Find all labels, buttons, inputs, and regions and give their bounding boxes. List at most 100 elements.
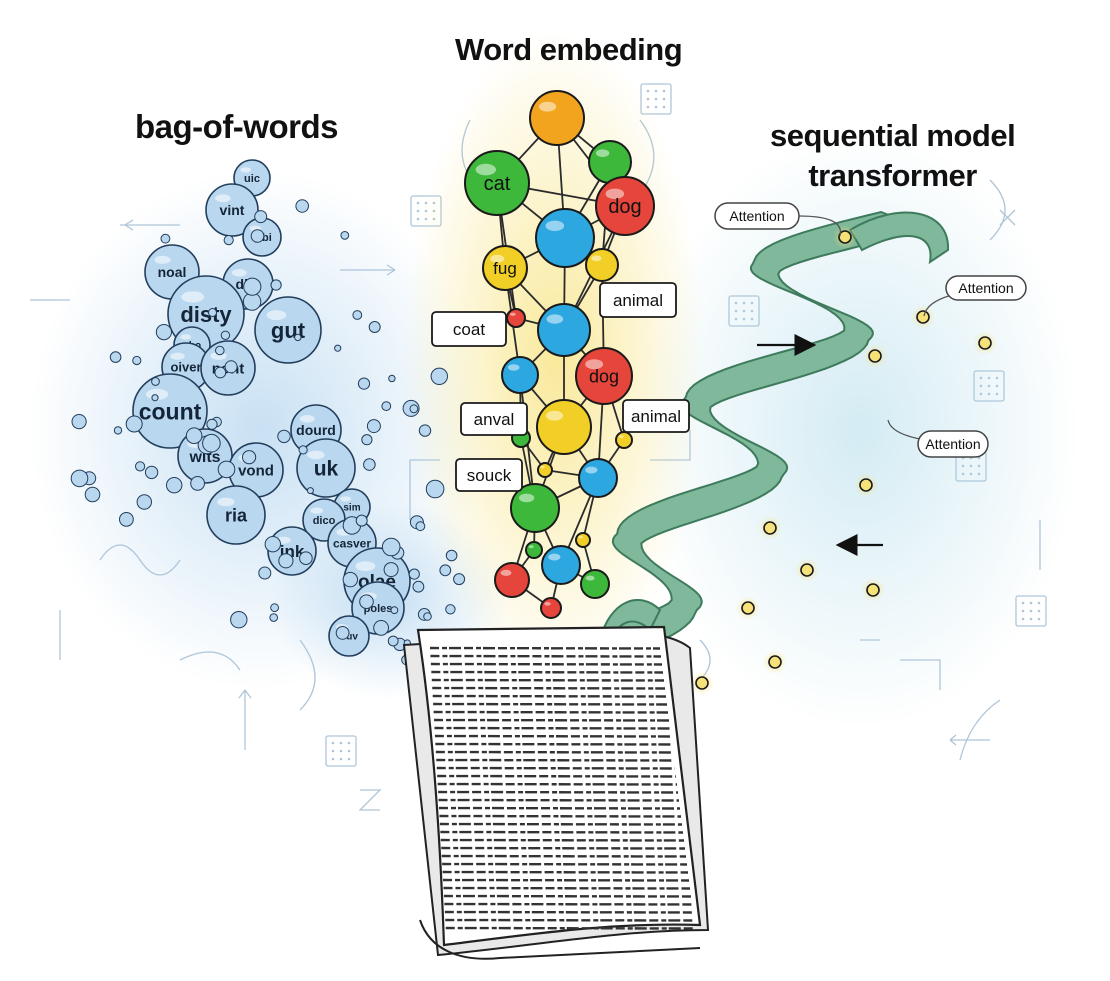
document-line (445, 926, 696, 930)
bow-word: ria (225, 505, 248, 525)
bow-dot (135, 461, 146, 472)
embedding-node (541, 545, 581, 585)
embedding-node (501, 356, 539, 394)
bow-word: dico (313, 515, 336, 527)
bow-word: ouv (340, 632, 358, 643)
word-embedding-title: Word embeding (455, 32, 683, 67)
bow-dot (342, 571, 358, 588)
doodle-stroke (949, 734, 990, 746)
bow-dot (278, 553, 294, 569)
bow-dot (415, 521, 426, 532)
document-line (429, 646, 661, 650)
bow-dot (363, 458, 376, 471)
attention-node (736, 596, 760, 620)
embedding-node-label: fug (493, 259, 517, 278)
document-line (438, 806, 681, 810)
bow-dot (383, 562, 399, 578)
bow-bubble: vint (205, 183, 259, 237)
attention-label: Attention (729, 208, 784, 224)
embedding-node (525, 541, 543, 559)
bow-dot (295, 199, 310, 213)
bow-dot (423, 612, 432, 621)
bow-dot (381, 401, 392, 412)
attention-label: Attention (925, 436, 980, 452)
bow-dot (277, 429, 291, 444)
embedding-label-box: coat (431, 311, 507, 347)
bow-dot (119, 512, 134, 527)
embedding-node (537, 303, 591, 357)
bow-dot (109, 351, 122, 363)
bow-dot (151, 377, 160, 386)
bow-word: count (139, 398, 202, 424)
document-line (439, 822, 683, 826)
bow-dot (202, 433, 221, 453)
bow-dot (409, 404, 419, 414)
document-line (431, 678, 665, 682)
bow-dot (254, 210, 268, 224)
document-line (435, 742, 673, 746)
document-line (434, 726, 671, 730)
attention-node (854, 473, 878, 497)
bow-dot (381, 537, 401, 557)
bow-dot (144, 465, 159, 480)
embedding-label-text: coat (453, 320, 485, 339)
bow-dot (355, 514, 368, 527)
embedding-node: cat (464, 150, 530, 216)
doodle-stroke (238, 689, 252, 750)
document-line (430, 662, 663, 666)
document-line (436, 766, 676, 770)
bow-word: wits (188, 449, 220, 466)
bow-dot (439, 564, 452, 577)
document-line (441, 854, 687, 858)
attention-node (763, 650, 787, 674)
bow-dot (70, 469, 89, 488)
embedding-label-box: animal (622, 399, 690, 433)
attention-callout: Attention (923, 275, 1027, 317)
document-line (443, 894, 692, 898)
bow-dot (306, 487, 314, 495)
attention-node (833, 225, 857, 249)
document-line (433, 710, 669, 714)
bow-dot (206, 418, 218, 430)
embedding-label-text: souck (467, 466, 512, 485)
bow-dot (366, 419, 381, 434)
embedding-label-text: animal (631, 407, 681, 426)
attention-callout: Attention (714, 202, 842, 237)
bow-dot (408, 568, 420, 580)
embedding-node (585, 248, 619, 282)
bow-dot (298, 445, 308, 455)
grid-doodle (325, 735, 357, 767)
embedding-node (536, 399, 592, 455)
embedding-node (580, 569, 610, 599)
bow-dot (430, 367, 448, 385)
document-line (438, 790, 679, 794)
attention-node (863, 344, 887, 368)
bow-dot (270, 603, 280, 613)
bow-word: disty (180, 302, 232, 327)
attention-node (861, 578, 885, 602)
document-line (430, 654, 662, 658)
bow-dot (242, 450, 257, 465)
bow-word: oiver (170, 360, 201, 375)
bow-dot (388, 374, 396, 383)
doodle-stroke (358, 789, 382, 811)
bow-dot (220, 330, 231, 340)
sequential-title-line1: sequential model (770, 118, 1016, 153)
bow-dot (185, 427, 203, 445)
attention-node (795, 558, 819, 582)
document-line (439, 814, 682, 818)
sequential-model-title: sequential model transformer (770, 116, 1016, 196)
ribbon-curl (848, 211, 950, 265)
document-line (433, 702, 668, 706)
document-line (440, 830, 684, 834)
document-line (432, 686, 666, 690)
bag-of-words-title: bag-of-words (135, 108, 338, 145)
document-line (441, 846, 686, 850)
attention-node (690, 671, 714, 695)
bow-dot (208, 308, 217, 317)
document-line (431, 670, 664, 674)
embedding-node (578, 458, 618, 498)
document-line (434, 734, 672, 738)
